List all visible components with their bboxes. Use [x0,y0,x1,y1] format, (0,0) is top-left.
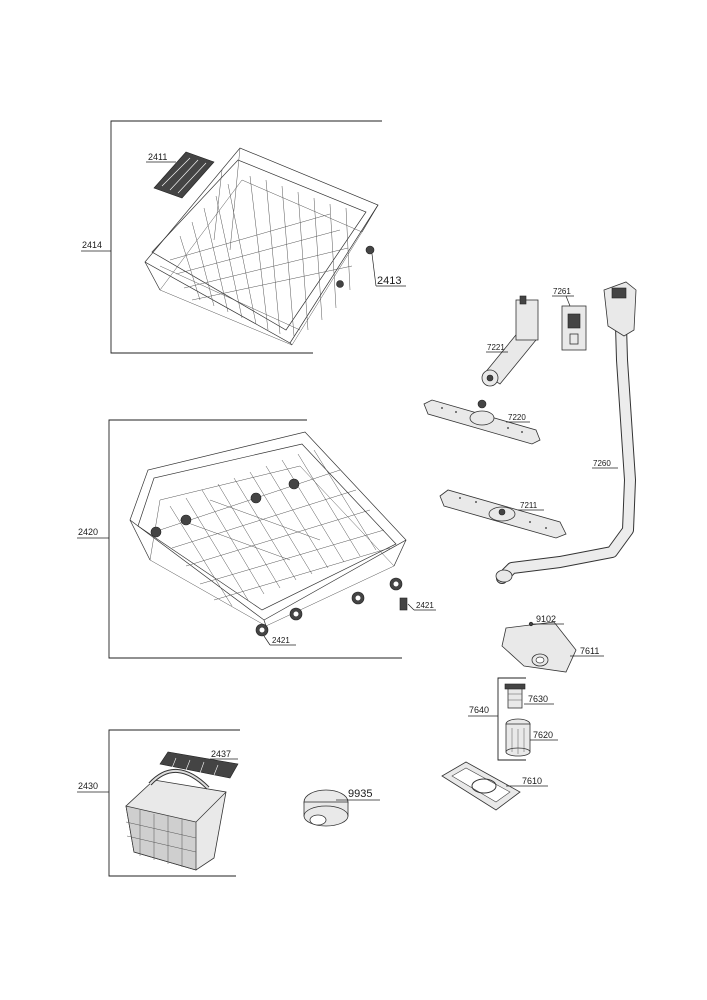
lower-rack-frame [108,419,402,659]
label-upper-rack-shelf: 2411 [148,152,167,162]
cutlery-basket-illustration [125,751,239,871]
label-lower-spray-arm: 7211 [520,501,538,510]
lower-spray-arm-group: 7211 [439,489,567,539]
basket-cover-illustration [159,751,239,779]
label-feed-pipe: 7260 [593,459,611,468]
upper-rack-frame [110,120,382,354]
label-filter-set: 7640 [469,705,489,715]
flat-filter-group: 7610 [441,761,548,811]
lower-rack-wheels [150,478,408,637]
label-lower-rack-wheel-side: 2421 [416,601,434,610]
salt-cap-group: 9935 [303,788,380,827]
cutlery-basket-frame [108,729,240,877]
label-coarse-filter: 7620 [533,730,553,740]
screw-illustration [528,621,534,627]
label-upper-rack-adjuster: 2413 [377,275,401,287]
upper-rack-group: 2414 [81,120,406,354]
lower-rack-illustration [129,431,408,637]
label-feed-connector: 7261 [553,287,571,296]
upper-rack-illustration [144,147,379,346]
label-cutlery-basket: 2430 [78,781,98,791]
label-lower-rack-wheel-front: 2421 [272,636,290,645]
label-upper-spray-arm-feed: 7221 [487,343,505,352]
label-micro-filter: 7630 [528,694,548,704]
label-screw: 9102 [536,614,556,624]
feed-connector-group: 7261 [552,287,587,351]
upper-spray-arm-group: 7220 [423,399,541,445]
label-sump-cover: 7611 [580,646,599,656]
adjuster-illustration [365,245,375,255]
label-cutlery-basket-cover: 2437 [211,749,231,759]
label-upper-rack: 2414 [82,240,102,250]
feed-pipe-group: 7260 [495,281,637,584]
label-upper-spray-arm: 7220 [508,413,526,422]
label-lower-rack: 2420 [78,527,98,537]
label-flat-filter: 7610 [522,776,542,786]
cutlery-basket-group: 2430 2437 [77,729,240,877]
filter-set-bracket [497,677,526,761]
upper-spray-arm-feed-group: 7221 [481,295,539,387]
label-salt-cap: 9935 [348,788,372,800]
filter-set-group: 7640 7630 7620 [468,677,558,761]
lower-rack-group: 2420 [77,419,436,659]
sump-cover-group: 9102 7611 [501,614,604,673]
